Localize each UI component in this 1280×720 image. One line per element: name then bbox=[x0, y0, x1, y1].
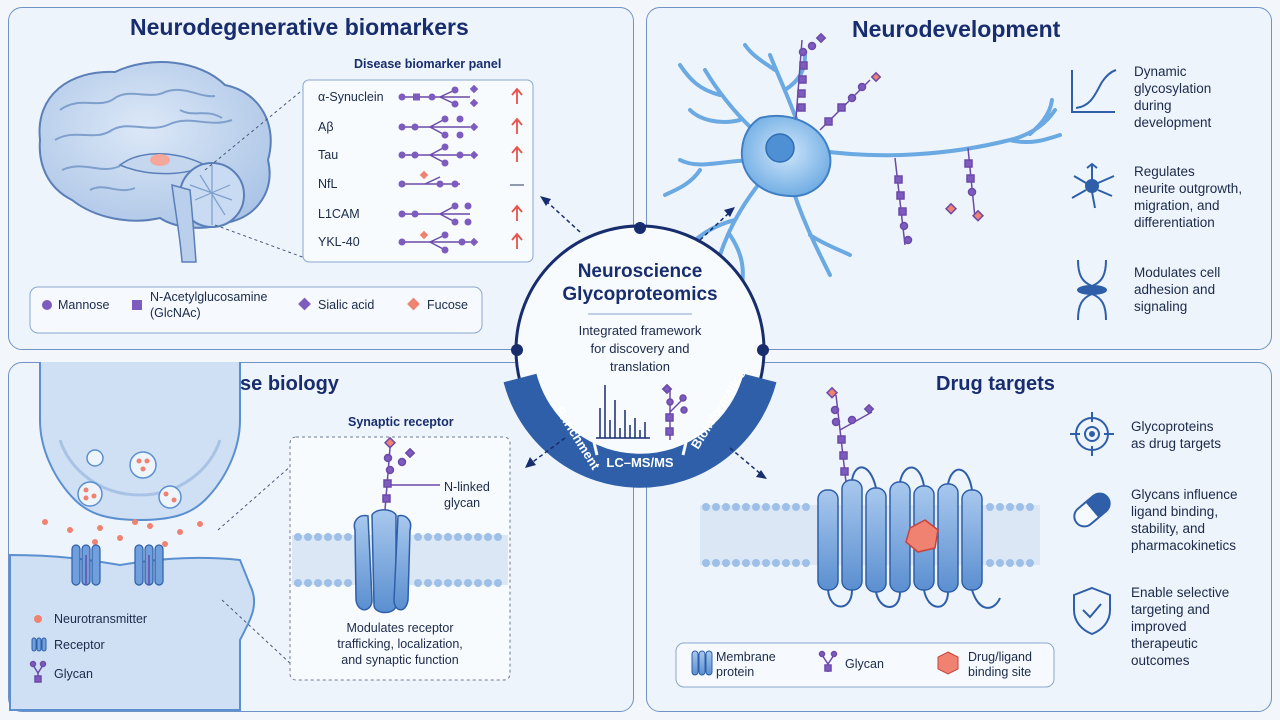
zoom-line-top bbox=[217, 464, 293, 531]
legend-membrane-protein-label: Membrane protein bbox=[716, 650, 776, 679]
legend-drug-ligand-label: Drug/ligand binding site bbox=[968, 650, 1032, 679]
sialic-acid-icon bbox=[298, 297, 311, 311]
legend-neurotransmitter-label: Neurotransmitter bbox=[54, 612, 148, 626]
biomarker-label: L1CAM bbox=[318, 207, 360, 221]
legend-fucose-label: Fucose bbox=[427, 298, 468, 312]
neurodev-feature-2: Regulates neurite outgrowth, migration, … bbox=[1134, 164, 1243, 230]
legend-glycan-label: Glycan bbox=[54, 667, 93, 681]
biomarker-label: Tau bbox=[318, 148, 339, 162]
growth-curve-icon bbox=[1071, 69, 1117, 113]
biomarker-label: YKL-40 bbox=[318, 235, 360, 249]
shield-check-icon bbox=[1073, 586, 1111, 636]
neurodev-feature-3: Modulates cell adhesion and signaling bbox=[1134, 265, 1221, 314]
capsule-icon bbox=[1073, 492, 1111, 528]
glcnac-icon bbox=[132, 300, 142, 310]
synaptic-receptor-title: Synaptic receptor bbox=[348, 415, 454, 429]
neuron-illustration bbox=[663, 43, 1062, 287]
title-neurodegenerative: Neurodegenerative biomarkers bbox=[130, 14, 469, 40]
synapse-adhesion-icon bbox=[1077, 259, 1107, 321]
biomarker-label: NfL bbox=[318, 177, 338, 191]
mannose-icon bbox=[42, 300, 52, 310]
glycan-legend-icon-drug bbox=[818, 650, 838, 672]
legend-box-glycans bbox=[29, 286, 483, 334]
gpcr-membrane-protein bbox=[817, 479, 983, 593]
biomarker-label: Aβ bbox=[318, 120, 334, 134]
membrane-protein-icon bbox=[691, 650, 713, 676]
synaptic-receptor-caption: Modulates receptor trafficking, localiza… bbox=[337, 621, 463, 667]
drug-feature-1: Glycoproteins as drug targets bbox=[1131, 419, 1222, 451]
biomarker-glycan-units bbox=[398, 84, 479, 254]
arrowheads bbox=[525, 196, 767, 479]
receptor-legend-icon bbox=[31, 637, 47, 652]
legend-glcnac-abbrev: (GlcNAc) bbox=[150, 306, 201, 320]
fucose-icon bbox=[407, 297, 420, 311]
title-drug-targets: Drug targets bbox=[936, 373, 1055, 395]
legend-receptor-label: Receptor bbox=[54, 638, 105, 652]
drug-feature-3: Enable selective targeting and improved … bbox=[1131, 585, 1230, 668]
neurodev-feature-1: Dynamic glycosylation during development bbox=[1134, 64, 1212, 130]
receptor-glycan bbox=[382, 436, 440, 511]
legend-glycan-drug-label: Glycan bbox=[845, 657, 884, 671]
mass-spectrum-icon bbox=[596, 385, 650, 439]
drug-ligand-binding-site bbox=[905, 519, 939, 553]
n-linked-glycan-label: N-linked glycan bbox=[444, 480, 490, 510]
neuron-glycans bbox=[795, 32, 985, 246]
legend-box-drug bbox=[675, 642, 1055, 688]
center-subtitle: Integrated framework for discovery and t… bbox=[578, 323, 702, 374]
title-neurodevelopment: Neurodevelopment bbox=[852, 16, 1061, 42]
drug-ligand-legend-icon bbox=[937, 651, 959, 675]
neurotransmitter-icon bbox=[34, 615, 42, 623]
center-hub bbox=[503, 222, 777, 488]
brain-illustration bbox=[38, 61, 306, 263]
connection-arrows bbox=[529, 199, 763, 476]
legend-sialic-label: Sialic acid bbox=[318, 298, 375, 312]
drug-feature-2: Glycans influence ligand binding, stabil… bbox=[1131, 487, 1238, 553]
target-crosshair-icon bbox=[1070, 412, 1114, 456]
synapse-illustration bbox=[9, 362, 256, 711]
neuron-small-icon bbox=[1071, 162, 1115, 209]
gpcr-loops bbox=[827, 466, 1001, 609]
drug-target-glycan bbox=[825, 386, 875, 483]
legend-glcnac-label: N-Acetylglucosamine bbox=[150, 290, 268, 304]
biomarker-label: α-Synuclein bbox=[318, 90, 384, 104]
center-glycan-icon bbox=[661, 383, 688, 440]
receptor-protein bbox=[353, 509, 412, 614]
increase-arrow-icons bbox=[511, 87, 523, 249]
arc-label-lcmsms: LC–MS/MS bbox=[606, 455, 674, 470]
zoom-line-bottom bbox=[221, 599, 293, 666]
legend-mannose-label: Mannose bbox=[58, 298, 110, 312]
glycan-legend-icon-synapse bbox=[29, 660, 47, 683]
biomarker-panel-title: Disease biomarker panel bbox=[354, 57, 502, 71]
center-title: Neuroscience Glycoproteomics bbox=[562, 261, 718, 305]
